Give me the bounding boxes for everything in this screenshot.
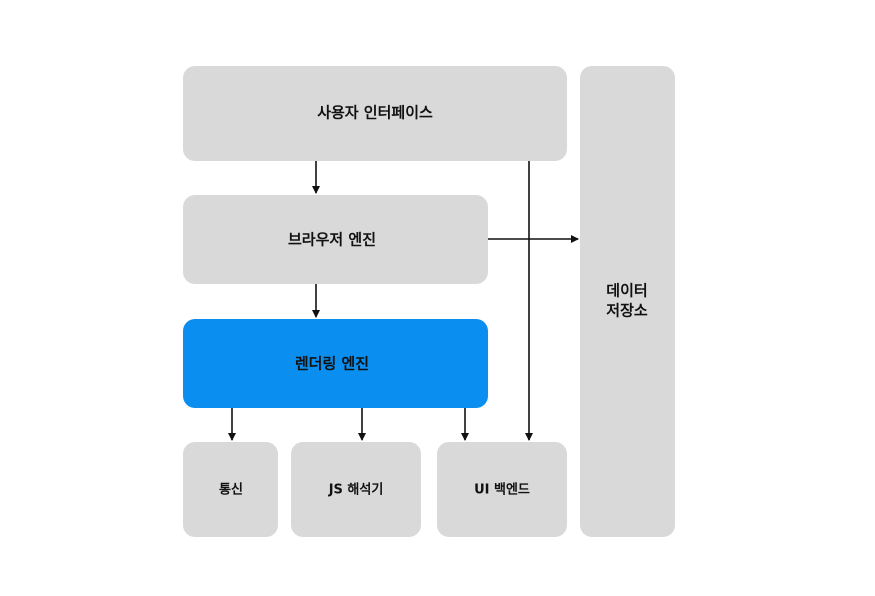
- ui-backend-label: UI 백엔드: [474, 482, 530, 498]
- user-interface-label: 사용자 인터페이스: [317, 104, 433, 122]
- js-interpreter-box: JS 해석기: [291, 442, 421, 537]
- data-storage-box: 데이터 저장소: [580, 66, 675, 537]
- browser-engine-box: 브라우저 엔진: [183, 195, 488, 284]
- data-storage-label-line2: 저장소: [606, 302, 648, 320]
- networking-box: 통신: [183, 442, 278, 537]
- data-storage-label-line1: 데이터: [606, 282, 647, 300]
- rendering-engine-box: 렌더링 엔진: [183, 319, 488, 408]
- user-interface-box: 사용자 인터페이스: [183, 66, 567, 161]
- ui-backend-box: UI 백엔드: [437, 442, 567, 537]
- js-interpreter-label: JS 해석기: [328, 482, 384, 498]
- rendering-engine-label: 렌더링 엔진: [295, 355, 369, 373]
- networking-label: 통신: [219, 483, 243, 498]
- browser-engine-label: 브라우저 엔진: [288, 231, 376, 249]
